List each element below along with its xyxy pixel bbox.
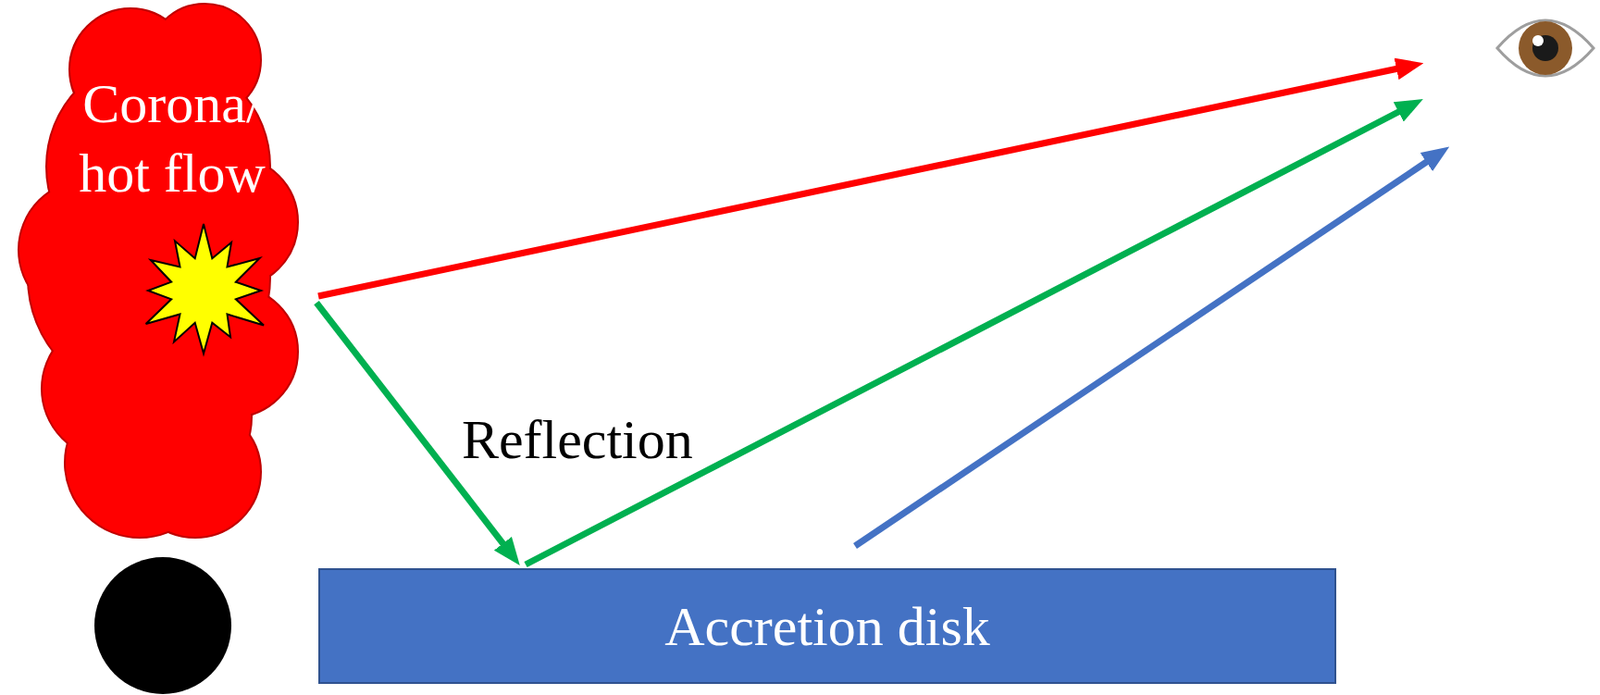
flare-star [146,223,264,354]
cloud-lobe-fill [130,407,261,537]
edge-label: Reflection [459,406,695,473]
reflected-emission-arrow [525,111,1401,565]
observer-eye [1497,20,1594,76]
node-label: Accretion disk [664,593,991,660]
eye-pupil [1532,35,1559,62]
cloud-border [19,4,298,537]
corona-cloud: Corona/ hot flow [10,0,311,541]
eye-white [1497,20,1594,76]
black-hole [94,557,232,695]
disk-emission-arrow [855,161,1428,546]
accretion-disk: Accretion disk [318,568,1337,684]
eye-iris [1518,21,1573,75]
cloud-fill [19,4,298,537]
direct-emission-arrow [318,68,1399,297]
node-label: Corona/ hot flow [61,69,284,209]
cloud-lobe [130,407,261,537]
eye-highlight [1532,35,1544,47]
